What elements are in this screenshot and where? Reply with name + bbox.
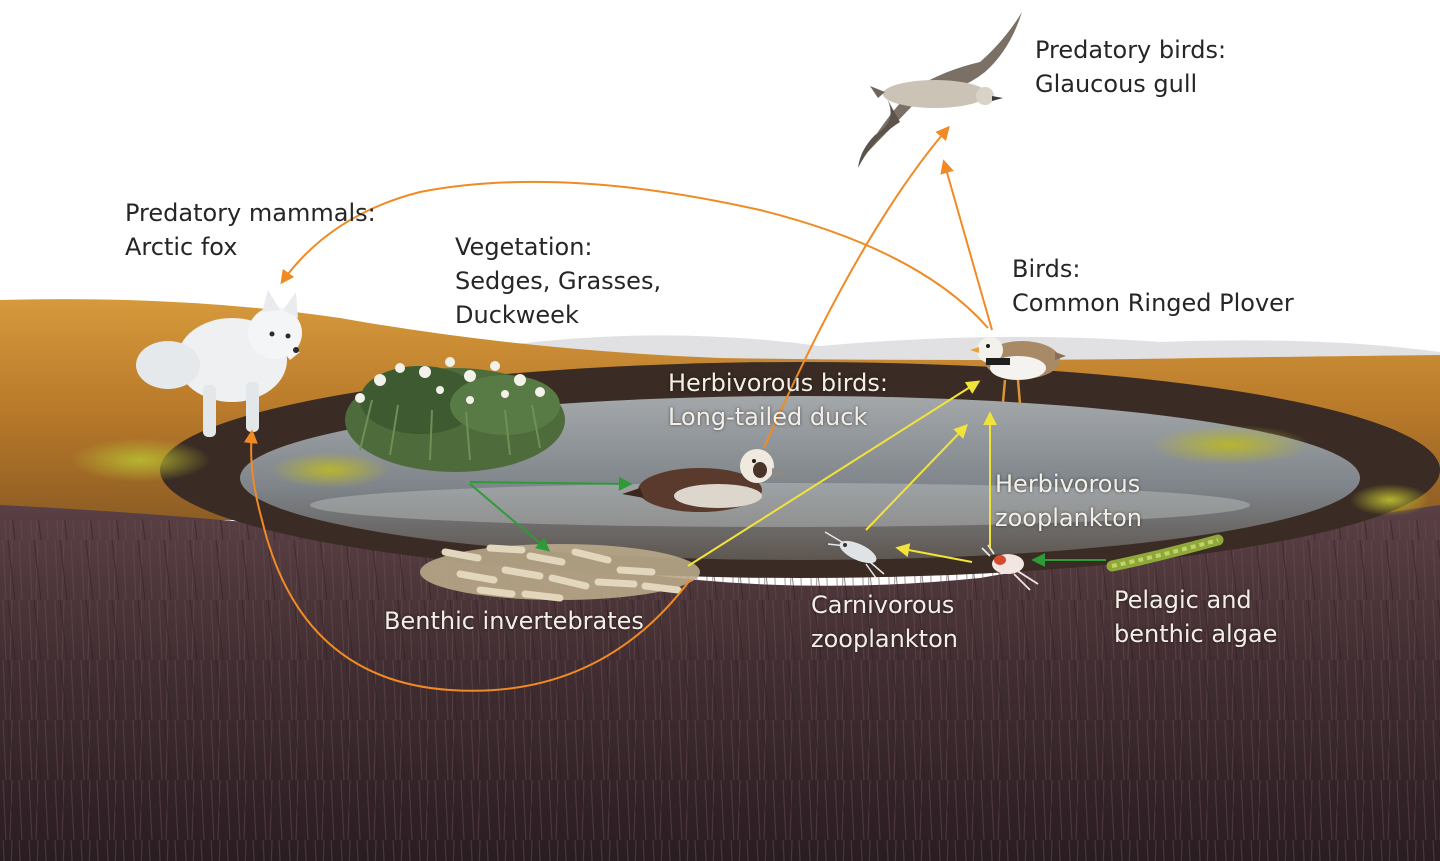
label-carnzoo-line2: zooplankton: [811, 622, 958, 656]
label-vegetation-line1: Vegetation:: [455, 230, 661, 264]
label-glaucous-gull: Predatory birds: Glaucous gull: [1035, 33, 1226, 101]
label-algae: Pelagic and benthic algae: [1114, 583, 1277, 651]
label-vegetation-line2: Sedges, Grasses,: [455, 264, 661, 298]
label-gull-line1: Predatory birds:: [1035, 33, 1226, 67]
label-plover-line2: Common Ringed Plover: [1012, 286, 1294, 320]
benthic-invertebrates-icon: [420, 544, 700, 600]
label-fox-line1: Predatory mammals:: [125, 196, 376, 230]
label-duck-line2: Long-tailed duck: [668, 400, 888, 434]
label-algae-line2: benthic algae: [1114, 617, 1277, 651]
label-algae-line1: Pelagic and: [1114, 583, 1277, 617]
label-carnivorous-zooplankton: Carnivorous zooplankton: [811, 588, 958, 656]
label-long-tailed-duck: Herbivorous birds: Long-tailed duck: [668, 366, 888, 434]
label-benthic-line1: Benthic invertebrates: [384, 604, 644, 638]
label-herbivorous-zooplankton: Herbivorous zooplankton: [995, 467, 1142, 535]
label-carnzoo-line1: Carnivorous: [811, 588, 958, 622]
label-duck-line1: Herbivorous birds:: [668, 366, 888, 400]
label-benthic-invertebrates: Benthic invertebrates: [384, 604, 644, 638]
label-plover-line1: Birds:: [1012, 252, 1294, 286]
label-herbzoo-line2: zooplankton: [995, 501, 1142, 535]
label-arctic-fox: Predatory mammals: Arctic fox: [125, 196, 376, 264]
label-gull-line2: Glaucous gull: [1035, 67, 1226, 101]
label-herbzoo-line1: Herbivorous: [995, 467, 1142, 501]
label-vegetation: Vegetation: Sedges, Grasses, Duckweek: [455, 230, 661, 332]
label-vegetation-line3: Duckweek: [455, 298, 661, 332]
label-ringed-plover: Birds: Common Ringed Plover: [1012, 252, 1294, 320]
label-fox-line2: Arctic fox: [125, 230, 376, 264]
